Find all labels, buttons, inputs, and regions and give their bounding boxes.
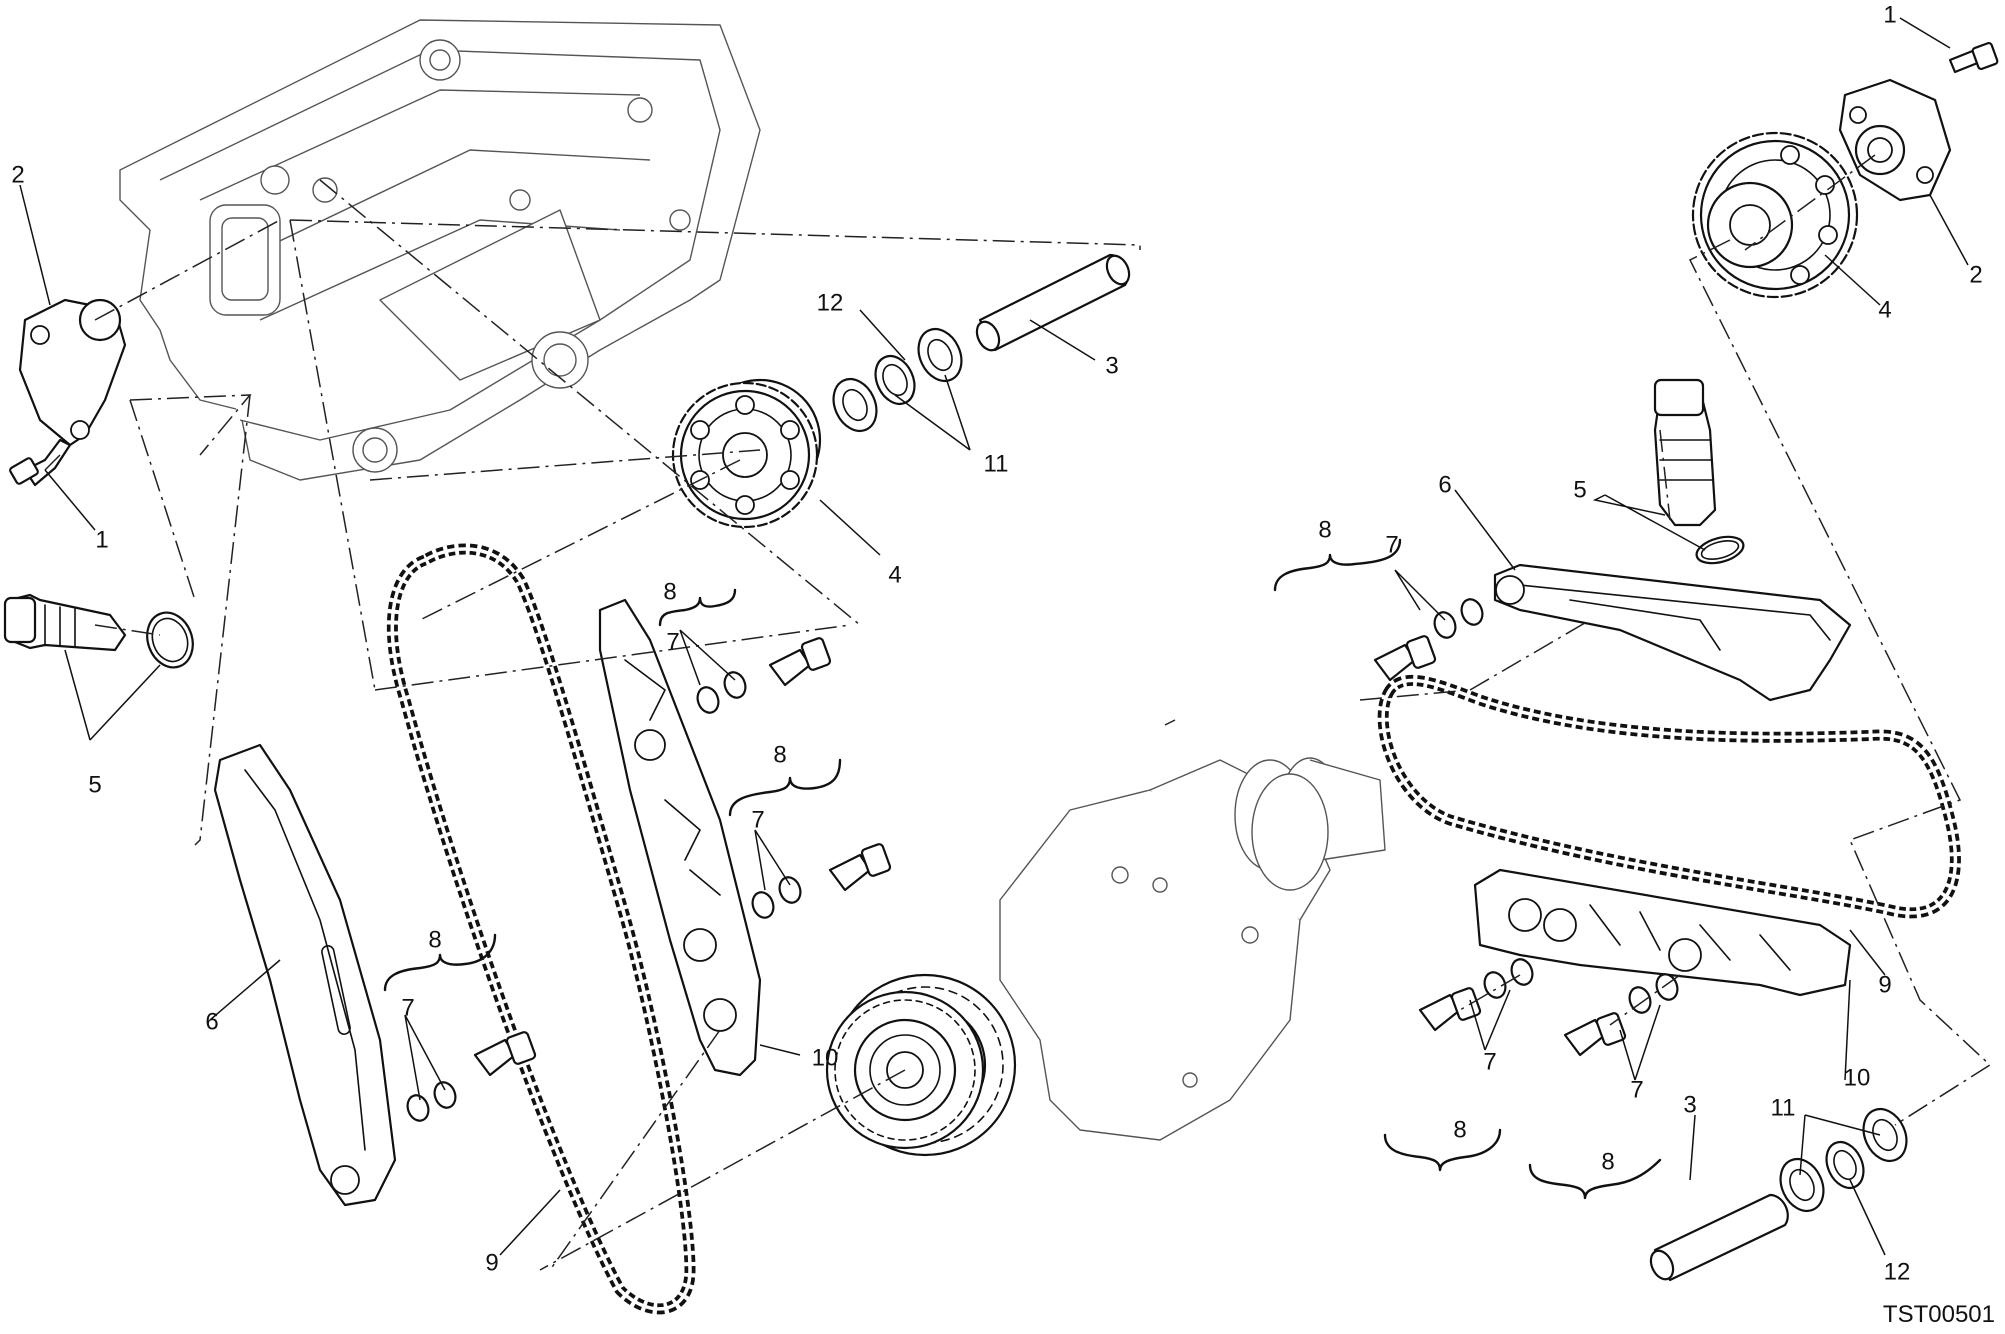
o-ring-tensioner-right (1695, 535, 1745, 565)
callout-6: 6 (1438, 472, 1451, 499)
callout-8: 8 (663, 579, 676, 606)
callout-2: 2 (11, 162, 24, 189)
callout-labels: 1 2 1 2 3 3 4 4 5 5 6 6 7 7 7 7 7 7 8 8 … (11, 2, 1982, 1286)
callout-1: 1 (95, 527, 108, 554)
callout-9: 9 (1878, 972, 1891, 999)
callout-7: 7 (1483, 1049, 1496, 1076)
camshaft-sprocket-right (1691, 131, 1859, 299)
idler-shaft-top (975, 253, 1131, 352)
callout-8: 8 (1318, 517, 1331, 544)
callout-7: 7 (666, 629, 679, 656)
callout-8: 8 (428, 927, 441, 954)
callout-7: 7 (401, 995, 414, 1022)
crankshaft (999, 757, 1386, 1141)
kit-slider-right (1373, 598, 1484, 682)
callout-10: 10 (812, 1045, 839, 1072)
screw-left (9, 438, 72, 487)
callout-11: 11 (984, 451, 1009, 478)
brace-8-top-center (658, 588, 737, 627)
callout-4: 4 (888, 562, 901, 589)
fixed-chain-guide-right (1473, 868, 1852, 997)
callout-3: 3 (1683, 1092, 1696, 1119)
fixed-chain-guide-left (598, 598, 762, 1077)
callout-5: 5 (88, 772, 101, 799)
callout-3: 3 (1105, 353, 1118, 380)
callout-8: 8 (773, 742, 786, 769)
camshaft-sprocket-left (671, 378, 822, 529)
callout-1: 1 (1883, 2, 1896, 29)
callout-12: 12 (817, 290, 844, 317)
bearing-top-1 (917, 328, 963, 382)
kit-guide-right-b (1563, 973, 1679, 1057)
callout-10: 10 (1844, 1065, 1871, 1092)
bearing-bottom-1 (1779, 1158, 1825, 1212)
brace-8-lower-left (383, 933, 497, 992)
brace-8-mid-center (728, 758, 842, 817)
assembly-axis-lines (44, 154, 1992, 1271)
o-ring-tensioner-left (146, 611, 194, 669)
timing-chain-right (1377, 674, 1961, 919)
leader-lines (19, 17, 1969, 1256)
brace-8-upper-right (1273, 538, 1402, 592)
tensioner-slider-left (213, 743, 397, 1207)
callout-8: 8 (1601, 1149, 1614, 1176)
callout-9: 9 (485, 1250, 498, 1277)
callout-2: 2 (1969, 262, 1982, 289)
chain-tensioner-right (1653, 378, 1717, 527)
tensioner-slider-right (1493, 563, 1852, 702)
tensioner-cover-left (18, 298, 127, 447)
callout-8: 8 (1453, 1117, 1466, 1144)
kit-guide-lower (751, 843, 892, 919)
timing-chain-left (386, 543, 696, 1315)
callout-5: 5 (1573, 477, 1586, 504)
idler-shaft-bottom (1649, 1193, 1789, 1282)
callout-6: 6 (205, 1009, 218, 1036)
tensioner-cover-right (1838, 78, 1952, 202)
brace-8-lower-right-b (1528, 1158, 1662, 1200)
cylinder-head (119, 19, 761, 481)
callout-12: 12 (1884, 1259, 1911, 1286)
kit-guide-right-a (1418, 958, 1534, 1032)
spacer-bottom (1825, 1140, 1865, 1190)
spacer-top (874, 354, 916, 406)
callout-11: 11 (1771, 1095, 1796, 1122)
callout-7: 7 (1385, 532, 1398, 559)
figure-code: TST00501 (1883, 1301, 1995, 1328)
bearing-bottom-2 (1862, 1108, 1908, 1162)
callout-7: 7 (1630, 1077, 1643, 1104)
bearing-top-2 (832, 378, 878, 432)
kit-slider-left (406, 1031, 537, 1122)
screw-right (1948, 41, 1999, 74)
brace-8-lower-right-a (1383, 1128, 1502, 1172)
chain-tensioner-left (3, 593, 127, 652)
kit-guide-upper (696, 637, 832, 714)
callout-4: 4 (1878, 297, 1891, 324)
callout-7: 7 (751, 807, 764, 834)
